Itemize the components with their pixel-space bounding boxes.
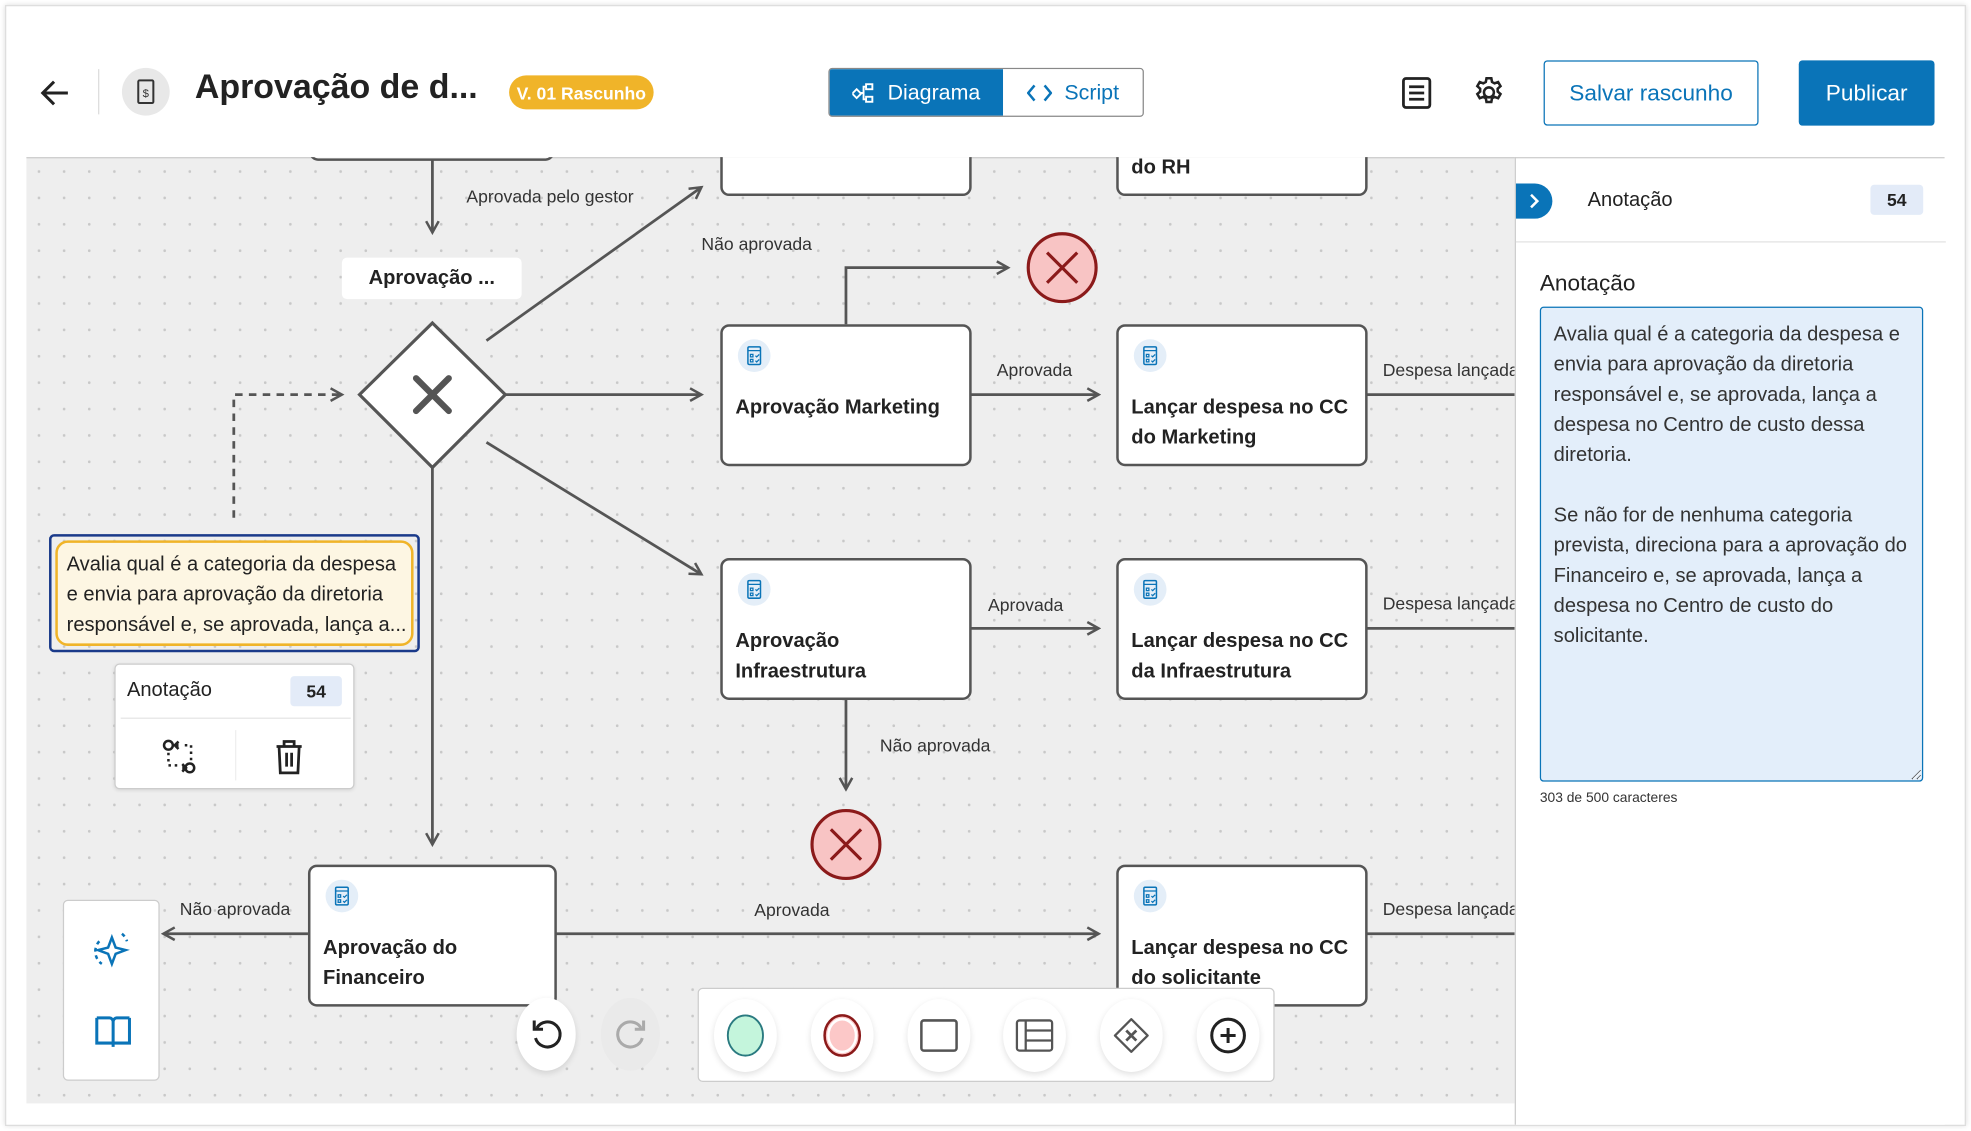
edge-label: Aprovada bbox=[996, 359, 1073, 380]
task-aprovacao-marketing[interactable]: Aprovação Marketing bbox=[720, 324, 972, 467]
swap-type-icon bbox=[162, 739, 196, 774]
edge-label: Não aprovada bbox=[179, 898, 291, 919]
edge-label: Não aprovada bbox=[879, 735, 991, 756]
publish-button[interactable]: Publicar bbox=[1798, 60, 1935, 126]
version-badge: V. 01 Rascunho bbox=[509, 75, 654, 110]
annotation-line: e envia para aprovação da diretoria bbox=[66, 584, 384, 606]
gateway-label: Aprovação ... bbox=[341, 257, 522, 300]
properties-panel: Anotação 54 Anotação Avalia qual é a cat… bbox=[1514, 157, 1946, 1125]
chevron-right-icon bbox=[1529, 193, 1539, 209]
left-tool-panel bbox=[62, 899, 160, 1081]
edge-label: Despesa lançada bbox=[1382, 359, 1515, 380]
task-aprovacao-financeiro[interactable]: Aprovação do Financeiro bbox=[307, 864, 557, 1007]
annotation-line: Avalia qual é a categoria da despesa bbox=[66, 554, 397, 576]
add-task-button[interactable] bbox=[907, 999, 971, 1072]
task-top-left[interactable] bbox=[309, 157, 555, 161]
undo-icon bbox=[532, 1020, 561, 1049]
end-event-infra[interactable] bbox=[810, 809, 882, 881]
annotation-field-label: Anotação bbox=[1539, 270, 1636, 296]
user-task-icon bbox=[325, 879, 359, 913]
task-lancar-solicitante[interactable]: Lançar despesa no CC do solicitante bbox=[1116, 864, 1368, 1007]
back-button[interactable] bbox=[38, 75, 73, 110]
context-menu-title: Anotação bbox=[126, 679, 212, 702]
redo-icon bbox=[615, 1020, 645, 1049]
edge-label: Despesa lançada bbox=[1382, 593, 1515, 614]
edge-label: Aprovada pelo gestor bbox=[466, 185, 634, 207]
task-top-middle[interactable] bbox=[720, 157, 972, 197]
user-task-icon bbox=[737, 339, 771, 372]
trash-icon bbox=[276, 740, 302, 775]
context-menu: Anotação 54 bbox=[114, 663, 355, 790]
edge-marketing-reject bbox=[844, 268, 1008, 325]
tab-script-label: Script bbox=[1064, 79, 1120, 104]
character-counter: 303 de 500 caracteres bbox=[1539, 790, 1678, 806]
end-event-icon bbox=[823, 1014, 862, 1057]
task-lancar-rh[interactable]: do RH bbox=[1116, 157, 1368, 197]
ai-assistant-button[interactable] bbox=[92, 929, 132, 978]
header-divider bbox=[98, 69, 100, 115]
redo-button[interactable] bbox=[600, 997, 660, 1071]
change-type-button[interactable] bbox=[161, 738, 199, 782]
sparkle-icon bbox=[93, 932, 130, 968]
edge-label: Não aprovada bbox=[701, 233, 812, 254]
annotation-line: responsável e, se aprovada, lança a... bbox=[66, 614, 407, 636]
task-aprovacao-infra[interactable]: Aprovação Infraestrutura bbox=[720, 557, 972, 700]
edge-label: Aprovada bbox=[988, 594, 1064, 615]
end-event-top[interactable] bbox=[1026, 232, 1098, 304]
annotation-association bbox=[232, 395, 342, 518]
task-lancar-marketing[interactable]: Lançar despesa no CC do Marketing bbox=[1116, 324, 1368, 467]
tab-diagrama[interactable]: Diagrama bbox=[829, 69, 1004, 116]
add-start-event-button[interactable] bbox=[713, 999, 777, 1072]
collapse-panel-button[interactable] bbox=[1515, 183, 1553, 219]
settings-button[interactable] bbox=[1472, 75, 1506, 115]
tab-diagrama-label: Diagrama bbox=[887, 79, 981, 104]
arrow-left-icon bbox=[40, 80, 68, 106]
documentation-button[interactable] bbox=[94, 1014, 132, 1055]
edge-gateway-infra bbox=[485, 441, 701, 574]
element-palette bbox=[697, 987, 1275, 1083]
annotation-textarea[interactable]: Avalia qual é a categoria da despesa e e… bbox=[1539, 306, 1924, 782]
user-task-icon bbox=[1133, 879, 1167, 913]
delete-button[interactable] bbox=[274, 738, 304, 782]
document-list-button[interactable] bbox=[1402, 77, 1432, 116]
pool-icon bbox=[1015, 1019, 1054, 1052]
edge-label: Aprovada bbox=[754, 899, 830, 920]
tab-script[interactable]: Script bbox=[1003, 69, 1143, 116]
process-icon: $ bbox=[121, 67, 170, 116]
book-open-icon bbox=[95, 1016, 131, 1047]
user-task-icon bbox=[1133, 573, 1167, 606]
diagram-icon bbox=[852, 82, 874, 103]
panel-header-title: Anotação bbox=[1587, 189, 1673, 212]
edge-gateway-rh bbox=[485, 187, 701, 342]
exclusive-gateway[interactable] bbox=[357, 320, 508, 470]
annotation-node[interactable]: Avalia qual é a categoria da despesa e e… bbox=[49, 534, 420, 653]
diagram-layer: do RH Aprovação ... Aprovação Marketing … bbox=[26, 157, 1515, 1103]
window-frame bbox=[5, 5, 1966, 1127]
save-draft-button[interactable]: Salvar rascunho bbox=[1543, 60, 1759, 126]
add-more-button[interactable] bbox=[1196, 999, 1260, 1072]
add-end-event-button[interactable] bbox=[810, 999, 874, 1072]
add-pool-button[interactable] bbox=[1003, 999, 1066, 1072]
edges-layer bbox=[26, 159, 1515, 1103]
gear-icon bbox=[1475, 76, 1503, 104]
code-icon bbox=[1026, 84, 1052, 101]
start-event-icon bbox=[726, 1014, 764, 1057]
plus-circle-icon bbox=[1210, 1017, 1246, 1054]
user-task-icon bbox=[737, 573, 771, 606]
view-toggle: Diagrama Script bbox=[828, 67, 1144, 117]
undo-button[interactable] bbox=[516, 997, 576, 1071]
list-icon bbox=[1402, 77, 1432, 109]
gateway-icon bbox=[1113, 1018, 1149, 1053]
svg-text:$: $ bbox=[143, 88, 150, 100]
context-menu-id-badge: 54 bbox=[290, 676, 342, 707]
panel-id-badge: 54 bbox=[1870, 184, 1924, 215]
user-task-icon bbox=[1133, 339, 1167, 372]
task-icon bbox=[920, 1019, 958, 1052]
page-title: Aprovação de d... bbox=[194, 67, 478, 106]
task-lancar-infra[interactable]: Lançar despesa no CC da Infraestrutura bbox=[1116, 557, 1368, 700]
add-gateway-button[interactable] bbox=[1099, 999, 1163, 1072]
edge-label: Despesa lançada bbox=[1382, 898, 1515, 919]
